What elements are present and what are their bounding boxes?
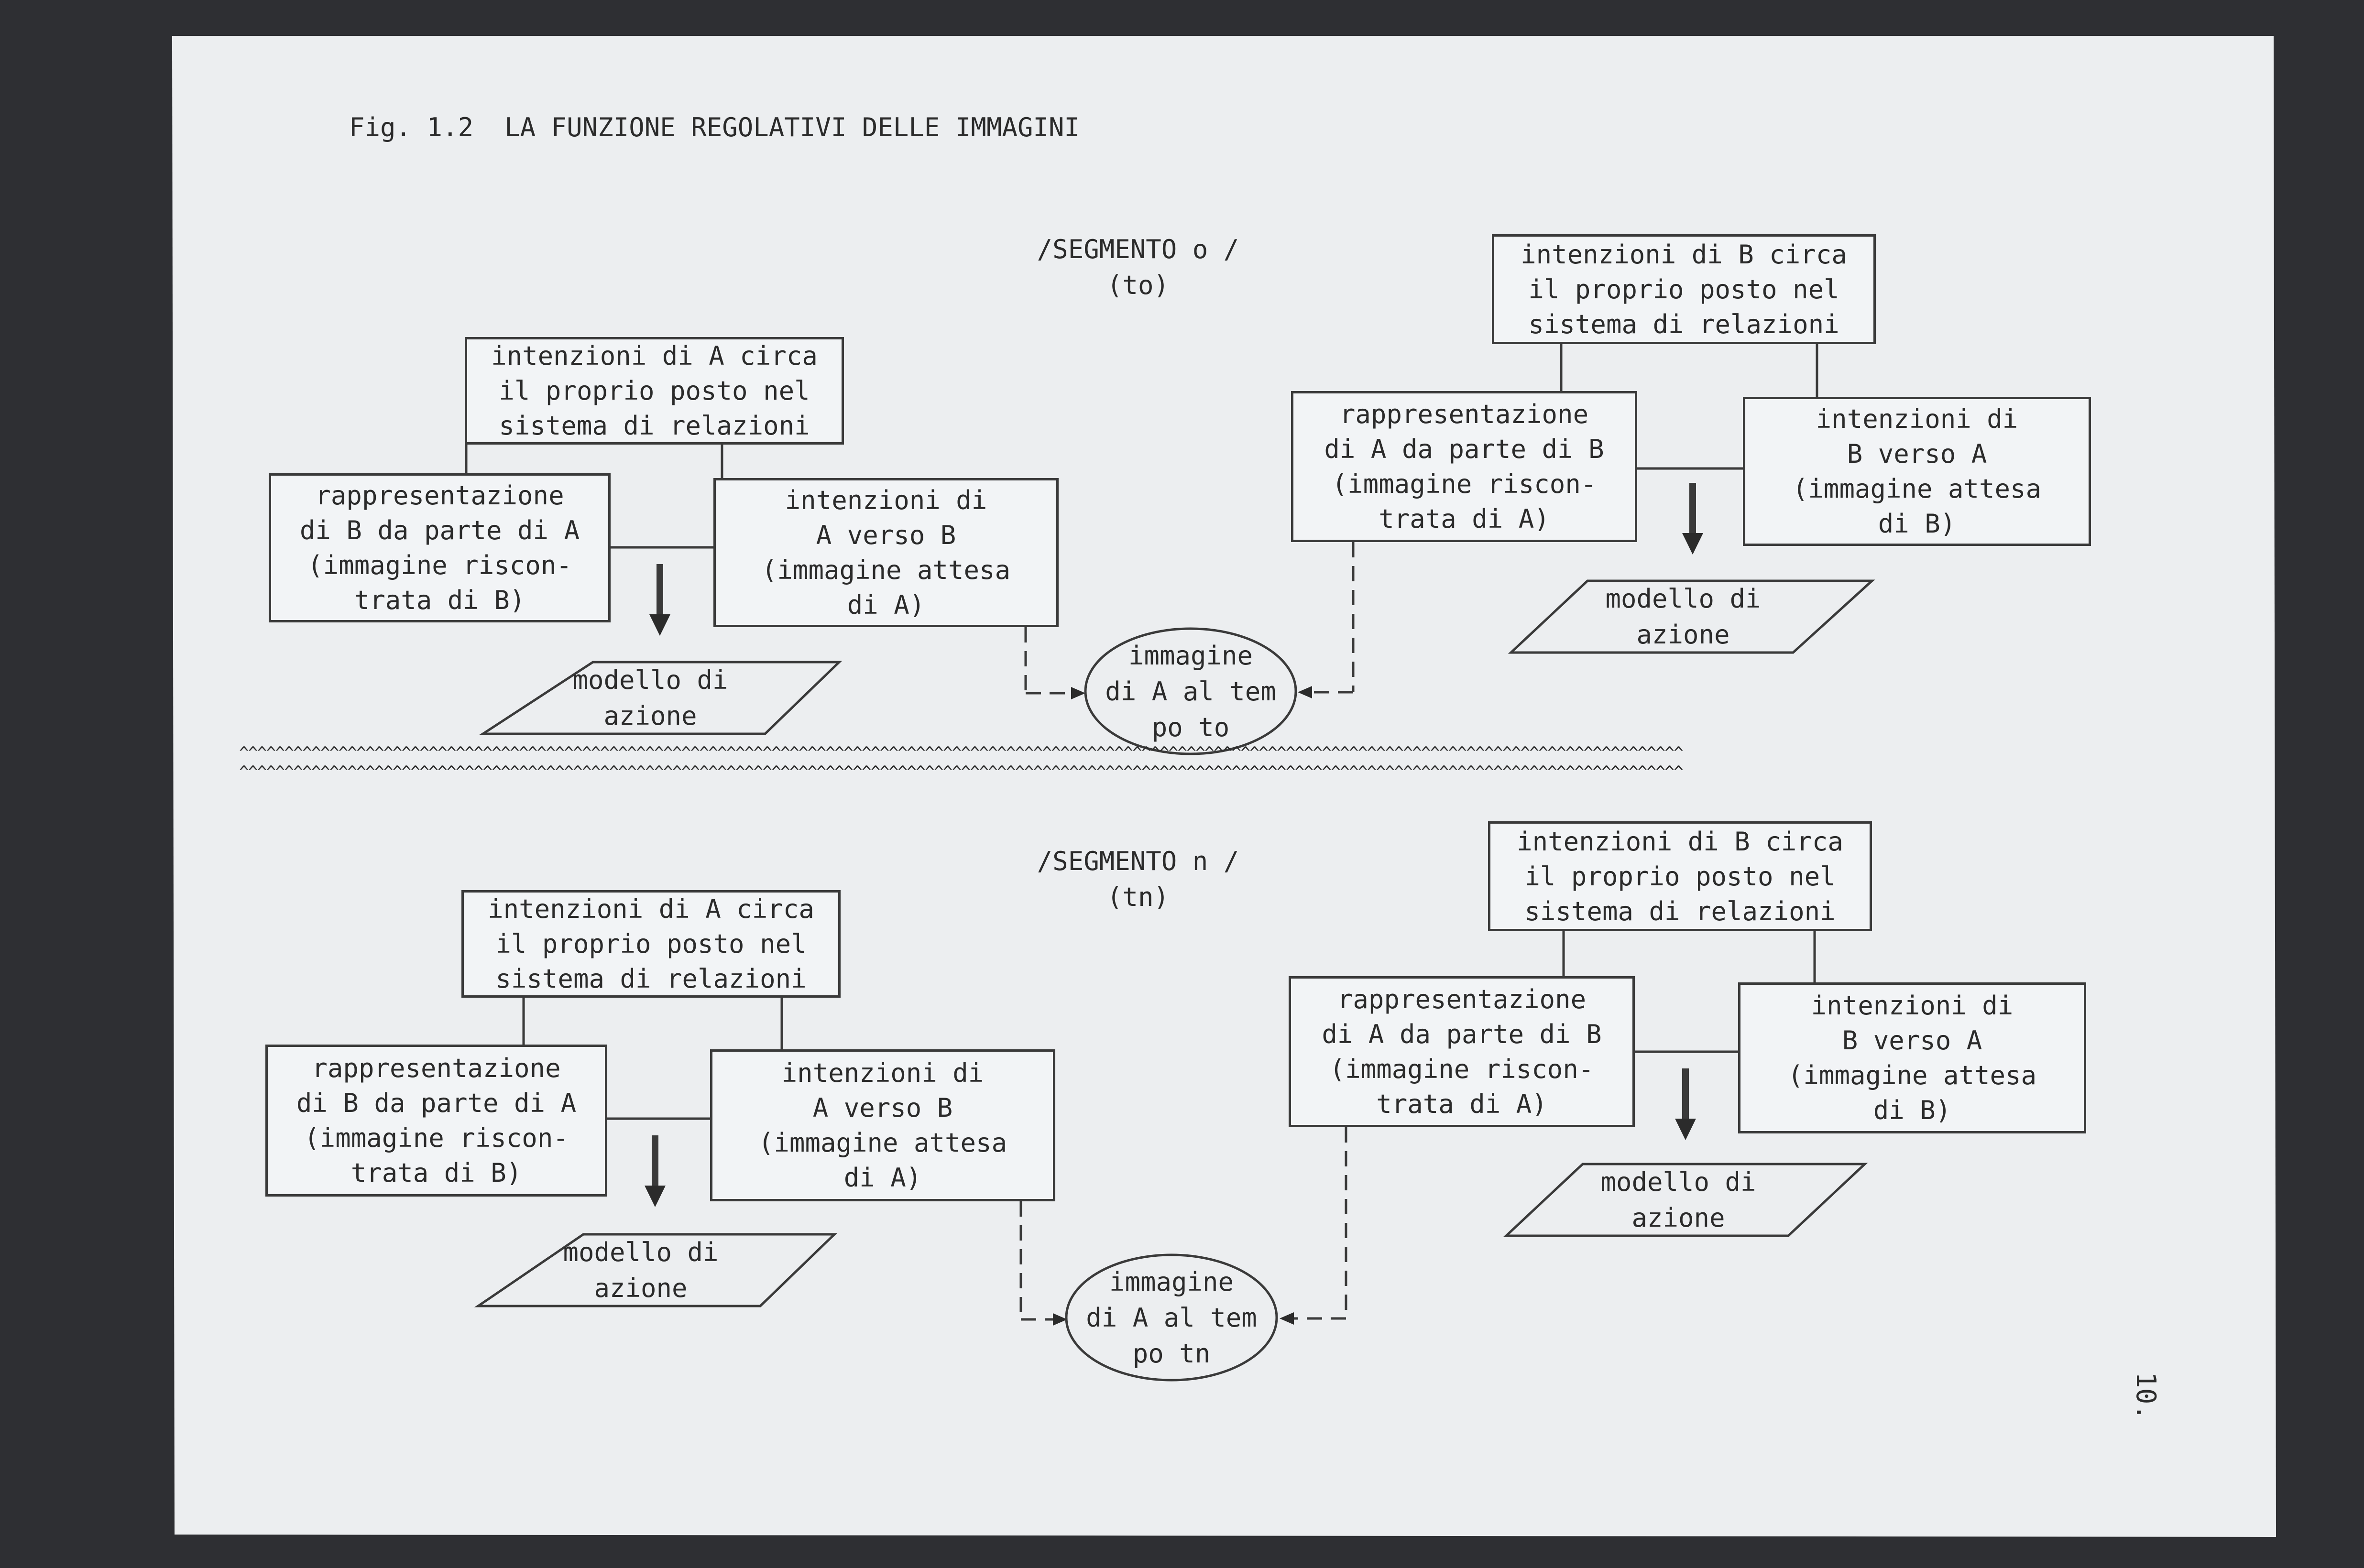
page-number: 10.: [2130, 1372, 2161, 1421]
image-line: po to: [1151, 712, 1230, 742]
image-line: di A al tem: [1105, 676, 1276, 707]
arrow-a-image: [1071, 687, 1085, 699]
b-representation-line: di A da parte di B: [1322, 1019, 1602, 1049]
b-model-box: modello di azione: [1549, 581, 1817, 653]
b-model-parallelogram: [1508, 579, 1875, 654]
image-line: immagine: [1128, 640, 1253, 671]
b-intentions-line: intenzioni di B circa: [1521, 239, 1847, 270]
b-toward-line: (immagine attesa: [1787, 1060, 2037, 1090]
a-model-line: modello di: [563, 1237, 719, 1267]
b-representation-line: rappresentazione: [1339, 399, 1589, 429]
b-intentions-line: sistema di relazioni: [1528, 309, 1839, 339]
a-intentions-line: intenzioni di A circa: [491, 341, 818, 371]
b-representation-line: (immagine riscon-: [1332, 469, 1597, 499]
a-intentions-line: il proprio posto nel: [499, 376, 810, 406]
a-toward-line: A verso B: [816, 520, 956, 550]
image-ellipse: [1065, 1253, 1278, 1382]
b-intentions-line: intenzioni di B circa: [1517, 826, 1843, 857]
image-line: di A al tem: [1086, 1302, 1257, 1333]
segment-label: /SEGMENTO n /: [1037, 846, 1239, 876]
image-line: immagine: [1109, 1266, 1234, 1297]
b-intentions-box: intenzioni di B circa il proprio posto n…: [1488, 821, 1872, 931]
a-model-parallelogram: [479, 661, 843, 735]
image-oval: immagine di A al tem po to: [1085, 629, 1296, 754]
b-representation-line: di A da parte di B: [1324, 434, 1604, 464]
b-intentions-line: il proprio posto nel: [1528, 274, 1839, 305]
arrow-b-image: [1280, 1312, 1294, 1325]
arrow-b-model-head: [1682, 533, 1703, 555]
b-intentions-line: il proprio posto nel: [1524, 861, 1836, 892]
b-representation-box: rappresentazione di A da parte di B (imm…: [1289, 976, 1635, 1127]
a-toward-line: (immagine attesa: [758, 1128, 1007, 1158]
a-representation-line: di B da parte di A: [299, 515, 580, 545]
a-representation-line: rappresentazione: [312, 1053, 561, 1083]
arrow-a-model-head: [649, 614, 670, 636]
arrow-b-image: [1298, 686, 1312, 698]
b-representation-box: rappresentazione di A da parte di B (imm…: [1291, 391, 1637, 542]
a-representation-line: rappresentazione: [315, 480, 564, 511]
b-toward-box: intenzioni di B verso A (immagine attesa…: [1738, 982, 2086, 1133]
a-toward-line: intenzioni di: [785, 485, 987, 515]
b-model-line: azione: [1631, 1203, 1725, 1233]
b-model-box: modello di azione: [1544, 1164, 1812, 1236]
b-model-line: azione: [1636, 620, 1730, 650]
a-model-line: azione: [603, 701, 697, 731]
b-intentions-line: sistema di relazioni: [1524, 896, 1836, 926]
a-representation-line: di B da parte di A: [296, 1088, 577, 1118]
b-intentions-box: intenzioni di B circa il proprio posto n…: [1492, 234, 1876, 344]
figure-title: Fig. 1.2 LA FUNZIONE REGOLATIVI DELLE IM…: [349, 112, 1080, 142]
image-ellipse: [1084, 627, 1297, 755]
a-model-box: modello di azione: [516, 662, 784, 734]
a-model-parallelogram: [474, 1233, 838, 1307]
separator-line-1: ^^^^^^^^^^^^^^^^^^^^^^^^^^^^^^^^^^^^^^^^…: [239, 743, 1684, 762]
a-intentions-line: sistema di relazioni: [495, 964, 807, 994]
arrow-a-image: [1053, 1313, 1067, 1326]
a-toward-box: intenzioni di A verso B (immagine attesa…: [710, 1049, 1055, 1201]
a-toward-line: di A): [847, 590, 925, 620]
arrow-a-model-head: [645, 1186, 666, 1207]
a-toward-line: A verso B: [812, 1093, 953, 1123]
connectors: [465, 344, 1875, 1382]
a-intentions-line: intenzioni di A circa: [488, 894, 814, 924]
b-model-line: modello di: [1600, 1167, 1756, 1197]
a-model-box: modello di azione: [507, 1234, 775, 1306]
a-intentions-line: il proprio posto nel: [495, 929, 807, 959]
image-oval: immagine di A al tem po tn: [1066, 1255, 1277, 1380]
b-toward-line: (immagine attesa: [1792, 474, 2042, 504]
a-toward-line: intenzioni di: [781, 1058, 984, 1088]
b-representation-line: trata di A): [1376, 1089, 1547, 1119]
a-toward-box: intenzioni di A verso B (immagine attesa…: [713, 478, 1059, 627]
a-model-line: azione: [594, 1273, 688, 1303]
b-toward-line: di B): [1878, 509, 1956, 539]
b-model-parallelogram: [1503, 1163, 1868, 1237]
b-toward-line: B verso A: [1842, 1025, 1982, 1056]
a-intentions-line: sistema di relazioni: [499, 411, 810, 441]
a-model-line: modello di: [572, 665, 728, 695]
b-model-line: modello di: [1605, 584, 1761, 614]
a-intentions-box: intenzioni di A circa il proprio posto n…: [461, 890, 841, 998]
a-toward-line: di A): [843, 1163, 922, 1193]
b-toward-line: di B): [1873, 1095, 1951, 1125]
separator-line-2: ^^^^^^^^^^^^^^^^^^^^^^^^^^^^^^^^^^^^^^^^…: [239, 762, 1684, 782]
b-representation-line: trata di A): [1379, 504, 1550, 534]
b-representation-line: rappresentazione: [1337, 984, 1587, 1014]
a-toward-line: (immagine attesa: [761, 555, 1011, 585]
a-representation-line: trata di B): [354, 585, 525, 615]
a-representation-line: (immagine riscon-: [307, 550, 572, 580]
a-intentions-box: intenzioni di A circa il proprio posto n…: [465, 337, 844, 445]
b-toward-line: intenzioni di: [1811, 991, 2014, 1021]
b-toward-line: B verso A: [1847, 439, 1987, 469]
segment-label: /SEGMENTO o /: [1037, 234, 1239, 264]
arrow-b-model-head: [1675, 1119, 1696, 1140]
b-toward-line: intenzioni di: [1816, 404, 2018, 434]
a-representation-box: rappresentazione di B da parte di A (imm…: [269, 473, 611, 622]
b-toward-box: intenzioni di B verso A (immagine attesa…: [1743, 397, 2091, 546]
a-representation-line: (immagine riscon-: [304, 1123, 569, 1153]
b-representation-line: (immagine riscon-: [1329, 1054, 1594, 1084]
segment-time: (to): [1106, 270, 1170, 300]
image-line: po tn: [1132, 1338, 1211, 1369]
a-representation-line: trata di B): [350, 1158, 522, 1188]
a-representation-box: rappresentazione di B da parte di A (imm…: [265, 1045, 607, 1197]
segment-time: (tn): [1106, 882, 1170, 912]
